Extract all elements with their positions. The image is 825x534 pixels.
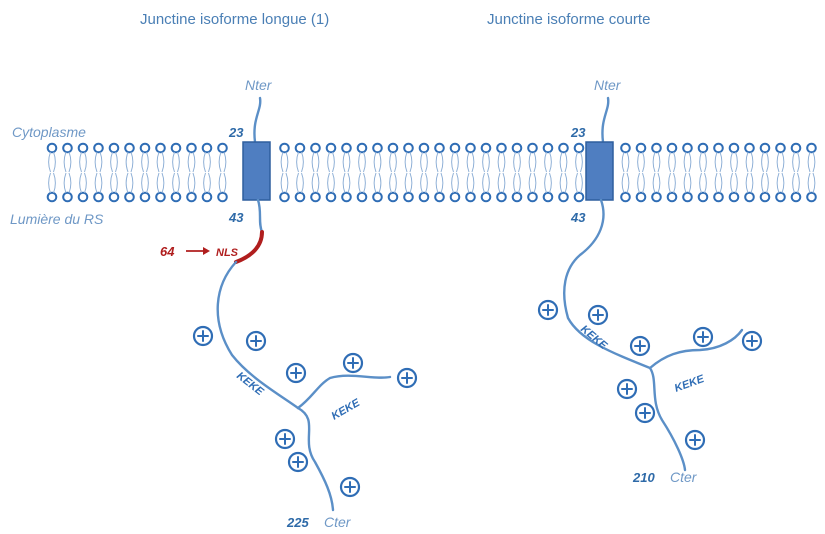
lipid-molecule xyxy=(620,142,631,203)
lipid-molecule xyxy=(186,142,197,203)
long-luminal-linker xyxy=(256,198,264,234)
short-keke-2: KEKE xyxy=(673,373,706,395)
long-cter-label: Cter xyxy=(324,514,352,530)
lipid-molecule xyxy=(806,142,817,203)
lipid-molecule xyxy=(139,142,151,203)
lipid-molecule xyxy=(356,142,368,203)
lipid-molecule xyxy=(558,142,569,203)
lipid-molecule xyxy=(651,142,662,203)
lipid-bilayer xyxy=(46,142,817,203)
short-nter-label: Nter xyxy=(594,77,622,93)
lipid-molecule xyxy=(77,142,89,203)
positive-charge-icon xyxy=(629,335,651,357)
lipid-molecule xyxy=(496,142,507,203)
lipid-molecule xyxy=(713,142,724,203)
lipid-molecule xyxy=(728,142,740,203)
lipid-molecule xyxy=(93,142,104,203)
lipid-molecule xyxy=(666,142,678,203)
long-cter-number: 225 xyxy=(286,515,309,530)
positive-charge-icon xyxy=(342,352,364,374)
lipid-molecule xyxy=(124,142,135,203)
lipid-molecule xyxy=(372,142,383,203)
short-transmembrane-domain xyxy=(585,141,614,201)
lipid-molecule xyxy=(201,142,213,203)
long-nter-label: Nter xyxy=(245,77,273,93)
lipid-molecule xyxy=(790,142,802,203)
lipid-molecule xyxy=(744,142,755,203)
lipid-molecule xyxy=(511,142,523,203)
lipid-molecule xyxy=(465,142,476,203)
positive-charge-icon xyxy=(692,326,714,348)
nls-segment xyxy=(234,230,264,264)
lipid-molecule xyxy=(759,142,771,203)
positive-charge-icon xyxy=(616,378,638,400)
lipid-molecule xyxy=(62,142,73,203)
positive-charge-icon xyxy=(537,299,559,321)
long-tm-end-number: 43 xyxy=(228,210,244,225)
positive-charge-icon xyxy=(587,304,609,326)
long-chain-branch xyxy=(296,374,392,410)
short-tm-end-number: 43 xyxy=(570,210,586,225)
lipid-molecule xyxy=(635,142,647,203)
positive-charge-icon xyxy=(245,330,267,352)
long-keke-2: KEKE xyxy=(330,397,363,423)
lipid-molecule xyxy=(279,142,290,203)
positive-charge-icon xyxy=(339,476,361,498)
nls-label: NLS xyxy=(216,247,239,259)
lipid-molecule xyxy=(403,142,414,203)
long-transmembrane-domain xyxy=(242,141,271,201)
lipid-molecule xyxy=(775,142,786,203)
short-chain-lower xyxy=(648,366,687,472)
lipid-molecule xyxy=(387,142,399,203)
positive-charge-icon xyxy=(741,330,763,352)
positive-charge-icon xyxy=(684,429,706,451)
lipid-molecule xyxy=(341,142,352,203)
short-chain-upper xyxy=(563,198,652,370)
short-cter-label: Cter xyxy=(670,469,698,485)
short-isoform: Nter 23 43 KEKE KEKE 210 Cter xyxy=(537,77,763,485)
positive-charge-icon xyxy=(287,451,309,473)
lipid-molecule xyxy=(418,142,430,203)
lipid-molecule xyxy=(449,142,461,203)
lipid-molecule xyxy=(46,142,58,203)
lipid-molecule xyxy=(310,142,321,203)
lipid-molecule xyxy=(480,142,492,203)
short-chain-branch xyxy=(648,328,744,370)
positive-charge-icon xyxy=(274,428,296,450)
cytoplasm-label: Cytoplasme xyxy=(12,124,86,140)
long-n-terminal-chain xyxy=(253,96,262,144)
positive-charge-icon xyxy=(192,325,214,347)
nls-position-number: 64 xyxy=(160,244,175,259)
lipid-molecule xyxy=(697,142,709,203)
lipid-molecule xyxy=(217,142,228,203)
lipid-molecule xyxy=(155,142,166,203)
positive-charge-icon xyxy=(396,367,418,389)
lipid-molecule xyxy=(682,142,693,203)
lipid-molecule xyxy=(542,142,554,203)
lumen-label: Lumière du RS xyxy=(10,211,104,227)
lipid-molecule xyxy=(527,142,538,203)
long-chain-lower xyxy=(296,406,335,512)
nls-arrow-icon xyxy=(203,247,210,255)
long-chain-upper xyxy=(216,260,300,410)
lipid-molecule xyxy=(573,142,585,203)
title-long-isoform: Junctine isoforme longue (1) xyxy=(140,11,329,28)
lipid-molecule xyxy=(294,142,306,203)
lipid-molecule xyxy=(325,142,337,203)
short-tm-start-number: 23 xyxy=(570,125,586,140)
lipid-molecule xyxy=(434,142,445,203)
lipid-molecule xyxy=(108,142,120,203)
title-short-isoform: Junctine isoforme courte xyxy=(487,11,650,28)
positive-charge-icon xyxy=(634,402,656,424)
short-n-terminal-chain xyxy=(601,96,610,144)
positive-charge-icon xyxy=(285,362,307,384)
lipid-molecule xyxy=(170,142,182,203)
long-tm-start-number: 23 xyxy=(228,125,244,140)
short-cter-number: 210 xyxy=(632,470,655,485)
